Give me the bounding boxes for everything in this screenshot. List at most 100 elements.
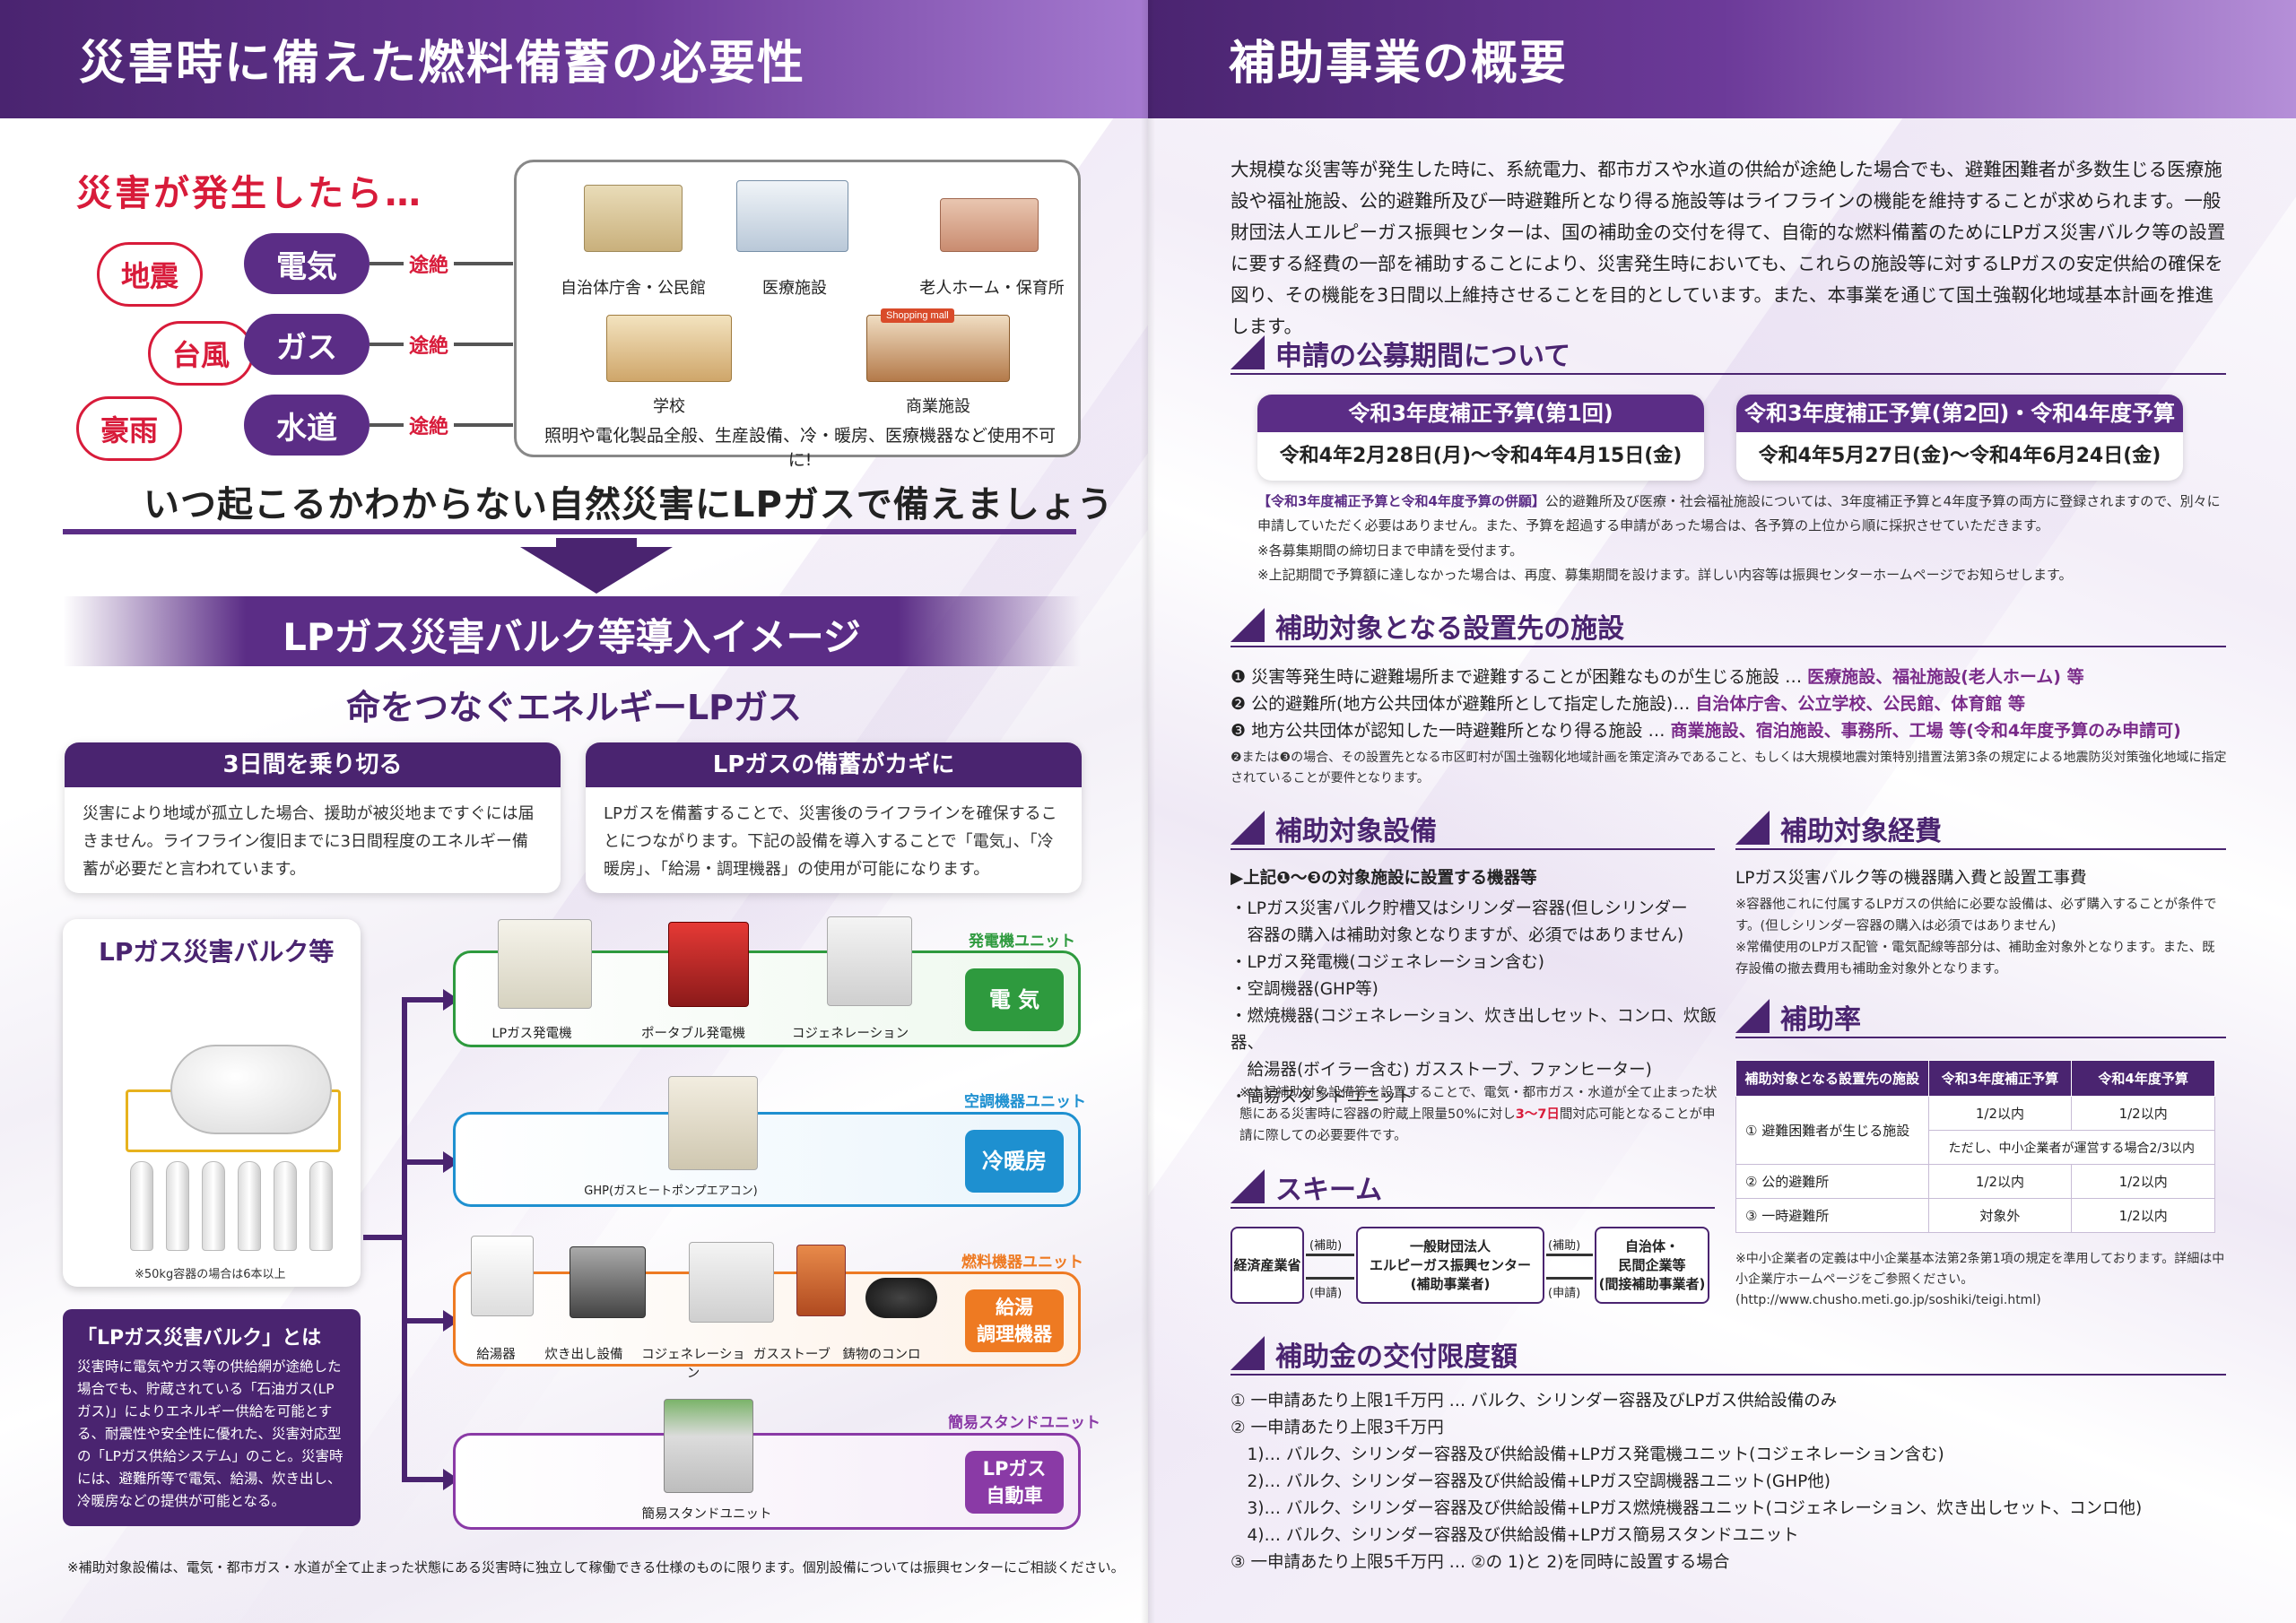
equipment-item: ・LPガス発電機(コジェネレーション含む) xyxy=(1231,953,1545,972)
equipment-item: ・簡易スタンドユニット xyxy=(1231,1088,1413,1107)
right-page: 補助事業の概要 大規模な災害等が発生した時に、系統電力、都市ガスや水道の供給が途… xyxy=(1148,0,2296,1623)
table-row: ① 避難困難者が生じる施設 1/2以内 1/2以内 xyxy=(1735,1096,2215,1165)
period-box-1: 令和3年度補正予算(第1回) 令和4年2月28日(月)〜令和4年4月15日(金) xyxy=(1257,395,1704,481)
cast-stove-image xyxy=(865,1278,937,1318)
prepare-banner: いつ起こるかわからない自然災害にLPガスで備えましょう xyxy=(144,484,1114,525)
period-note-head: 【令和3年度補正予算と令和4年度予算の併願】 xyxy=(1257,493,1545,509)
facility-school: 学校 xyxy=(653,397,685,416)
unit-stand-label: 簡易スタンドユニット xyxy=(948,1414,1100,1432)
limit-item: 1)… バルク、シリンダー容器及び供給設備+LPガス発電機ユニット(コジェネレー… xyxy=(1231,1445,1944,1464)
lpg-generator-image xyxy=(498,919,592,1009)
scheme-center: 一般財団法人 エルピーガス振興センター (補助事業者) xyxy=(1356,1227,1544,1304)
section-expense-title: 補助対象経費 xyxy=(1780,816,1942,847)
hospital-image xyxy=(736,180,848,252)
disaster-earthquake: 地震 xyxy=(97,242,204,307)
section-marker-icon xyxy=(1735,999,1770,1033)
scheme-recipient: 自治体・ 民間企業等 (間接補助事業者) xyxy=(1595,1227,1709,1304)
left-page-title: 災害時に備えた燃料備蓄の必要性 xyxy=(79,37,806,91)
section-marker-icon xyxy=(1735,811,1770,845)
utility-electricity: 電気 xyxy=(244,233,370,294)
down-arrow-stem xyxy=(556,538,637,547)
equipment-item: 容器の購入は補助対象となりますが、必須ではありません) xyxy=(1231,926,1684,945)
expense-note-1: ※容器他これに付属するLPガスの供給に必要な設備は、必ず購入することが条件です。… xyxy=(1735,898,2217,933)
nursing-home-image xyxy=(940,198,1039,252)
definition-box: 「LPガス災害バルク」とは 災害時に電気やガス等の供給網が途絶した場合でも、貯蔵… xyxy=(63,1309,361,1526)
section-limit: 補助金の交付限度額 xyxy=(1231,1331,2226,1376)
facility-item-2: ❷ 公的避難所(地方公共団体が避難所として指定した施設)… 自治体庁舎、公立学校… xyxy=(1231,694,2025,714)
rate-cell: 1/2以内 xyxy=(2071,1198,2215,1233)
section-rate-title: 補助率 xyxy=(1780,1004,1861,1036)
facilities-unusable-note: 照明や電化製品全般、生産設備、冷・暖房、医療機器など使用不可に! xyxy=(544,426,1056,470)
section-facilities-title: 補助対象となる設置先の施設 xyxy=(1275,613,1625,645)
portable-generator-image xyxy=(668,922,749,1007)
limit-item: ③ 一申請あたり上限5千万円 … ②の 1)と 2)を同時に設置する場合 xyxy=(1231,1553,1730,1572)
limit-item: 4)… バルク、シリンダー容器及び供給設備+LPガス簡易スタンドユニット xyxy=(1231,1526,1799,1545)
cylinder-icon xyxy=(238,1161,261,1251)
scheme-arrow-subsidy-2 xyxy=(1546,1254,1593,1256)
cylinder-note: ※50kg容器の場合は6本以上 xyxy=(135,1268,286,1281)
banner-underline xyxy=(63,529,1076,534)
rate-cell: 1/2以内 xyxy=(1927,1096,2073,1131)
scheme-arrow-apply-1 xyxy=(1306,1277,1354,1280)
equip-lpg-generator: LPガス発電機 xyxy=(491,1027,572,1041)
bulk-tank-image xyxy=(170,1045,332,1134)
equipment-item: ・燃焼機器(コジェネレーション、炊き出しセット、コンロ、炊飯器、 xyxy=(1231,1007,1717,1053)
cylinder-icon xyxy=(274,1161,297,1251)
card-three-days-body: 災害により地域が孤立した場合、援助が被災地まですぐには届きません。ライフライン復… xyxy=(83,804,535,879)
expense-lead: LPガス災害バルク等の機器購入費と設置工事費 xyxy=(1735,869,2087,888)
scheme-subsidy-label-1: (補助) xyxy=(1309,1239,1343,1253)
card-lpg-key: LPガスの備蓄がカギに LPガスを備蓄することで、災害後のライフラインを確保する… xyxy=(586,742,1082,893)
equipment-lead: ▶上記❶〜❸の対象施設に設置する機器等 xyxy=(1231,869,1537,888)
gas-stove-image xyxy=(796,1245,846,1316)
expense-note-2: ※常備使用のLPガス配管・電気配線等部分は、補助金対象外となります。また、既存設… xyxy=(1735,941,2215,976)
period-1-title: 令和3年度補正予算(第1回) xyxy=(1257,395,1704,432)
cut-label-3: 途絶 xyxy=(404,411,455,439)
intro-paragraph: 大規模な災害等が発生した時に、系統電力、都市ガスや水道の供給が途絶した場合でも、… xyxy=(1231,159,2226,337)
cylinder-icon xyxy=(130,1161,153,1251)
bulk-title: LPガス災害バルク等 xyxy=(99,937,335,967)
scheme-arrow-apply-2 xyxy=(1546,1277,1593,1280)
unit-stand: LPガス 自動車 簡易スタンドユニット xyxy=(453,1433,1081,1530)
energy-subtitle: 命をつなぐエネルギーLPガス xyxy=(345,688,803,727)
rate-cell: ① 避難困難者が生じる施設 xyxy=(1735,1096,1929,1165)
equipment-item: ・LPガス災害バルク貯槽又はシリンダー容器(但しシリンダー xyxy=(1231,899,1688,918)
card-lpg-key-body: LPガスを備蓄することで、災害後のライフラインを確保することにつながります。下記… xyxy=(604,804,1057,879)
rate-cell: 1/2以内 xyxy=(2071,1096,2215,1131)
cylinder-icon xyxy=(309,1161,333,1251)
cogeneration-image-2 xyxy=(689,1242,774,1323)
equip-cogeneration: コジェネレーション xyxy=(791,1027,909,1041)
school-image xyxy=(606,315,732,382)
section-marker-icon xyxy=(1231,335,1265,369)
tree-trunk xyxy=(402,997,407,1477)
page-gutter xyxy=(1141,0,1155,1623)
city-hall-image xyxy=(584,185,683,252)
right-page-title: 補助事業の概要 xyxy=(1229,37,1569,91)
equipment-item: 給湯器(ボイラー含む) ガスストーブ、ファンヒーター) xyxy=(1231,1061,1652,1080)
facility-commercial: 商業施設 xyxy=(906,397,970,416)
facility-list: ❶ 災害等発生時に避難場所まで避難することが困難なものが生じる施設 … 医療施設… xyxy=(1231,664,2235,744)
period-note-2: ※各募集期間の締切日まで申請を受付ます。 xyxy=(1257,542,1524,559)
period-1-dates: 令和4年2月28日(月)〜令和4年4月15日(金) xyxy=(1279,445,1683,467)
rate-cell: ③ 一時避難所 xyxy=(1735,1198,1929,1233)
rate-cell: 1/2以内 xyxy=(1927,1164,2073,1199)
section-marker-icon xyxy=(1231,1169,1265,1203)
facilities-box: 自治体庁舎・公民館 医療施設 老人ホーム・保育所 学校 Shopping mal… xyxy=(514,160,1081,470)
cut-label-1: 途絶 xyxy=(404,249,455,278)
section-marker-icon xyxy=(1231,811,1265,845)
period-box-2: 令和3年度補正予算(第2回)・令和4年度予算 令和4年5月27日(金)〜令和4年… xyxy=(1736,395,2183,481)
section-limit-title: 補助金の交付限度額 xyxy=(1275,1341,1518,1373)
table-row: ② 公的避難所 1/2以内 1/2以内 xyxy=(1735,1164,2215,1199)
cooking-equipment-image xyxy=(570,1246,646,1318)
equip-ghp: GHP(ガスヒートポンプエアコン) xyxy=(584,1185,758,1198)
facility-note: ❷または❸の場合、その設置先となる市区町村が国土強靱化地域計画を策定済みであるこ… xyxy=(1231,751,2227,785)
utility-water: 水道 xyxy=(244,395,370,456)
definition-title: 「LPガス災害バルク」とは xyxy=(77,1327,322,1350)
facility-hospital: 医療施設 xyxy=(762,279,827,298)
unit-generator-label: 発電機ユニット xyxy=(969,933,1075,950)
equipment-item: ・空調機器(GHP等) xyxy=(1231,980,1378,999)
limit-item: 3)… バルク、シリンダー容器及び供給設備+LPガス燃焼機器ユニット(コジェネレ… xyxy=(1231,1499,2143,1518)
period-note-body: 公的避難所及び医療・社会福祉施設については、3年度補正予算と4年度予算の両方に登… xyxy=(1257,493,2221,534)
equip-cogeneration-2: コジェネレーション xyxy=(641,1348,745,1381)
unit-aircon-label: 空調機器ユニット xyxy=(964,1093,1086,1111)
